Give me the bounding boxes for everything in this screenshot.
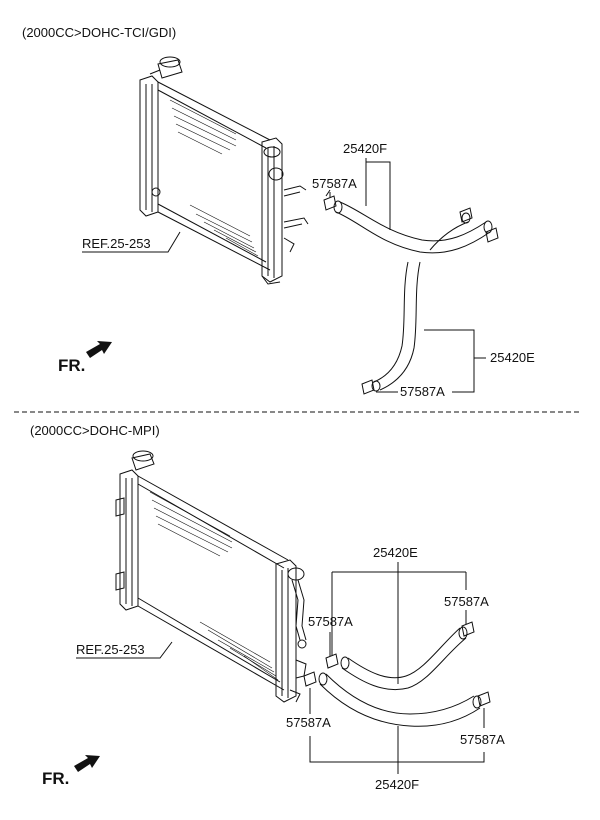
leader-hose-lower xyxy=(424,329,486,393)
label-hose-upper: 25420F xyxy=(343,141,387,156)
section-header: (2000CC>DOHC-MPI) xyxy=(30,423,160,438)
section-mpi: (2000CC>DOHC-MPI) xyxy=(30,423,505,792)
fr-label: FR. xyxy=(42,769,69,788)
ref-label: REF.25-253 xyxy=(82,236,151,251)
label-clamp-top: 57587A xyxy=(312,176,357,191)
leader-hose-upper xyxy=(331,562,467,684)
label-clamp-bottom: 57587A xyxy=(400,384,445,399)
label-hose-lower: 25420E xyxy=(490,350,535,365)
hose-icon xyxy=(318,626,482,727)
leader-hose-upper xyxy=(365,158,391,230)
arrow-icon xyxy=(74,755,100,772)
fr-label: FR. xyxy=(58,356,85,375)
leader-hose-lower xyxy=(309,726,485,774)
label-hose-upper: 25420E xyxy=(373,545,418,560)
label-hose-lower: 25420F xyxy=(375,777,419,792)
label-clamp-bottom-right: 57587A xyxy=(460,732,505,747)
radiator-icon xyxy=(115,450,307,703)
ref-leader-line xyxy=(76,641,173,659)
section-tci-gdi: (2000CC>DOHC-TCI/GDI) xyxy=(22,25,535,399)
radiator-icon xyxy=(139,56,309,285)
label-clamp-left: 57587A xyxy=(308,614,353,629)
clamp-icon xyxy=(323,189,499,395)
label-clamp-right: 57587A xyxy=(444,594,489,609)
label-clamp-bottom-left: 57587A xyxy=(286,715,331,730)
section-header: (2000CC>DOHC-TCI/GDI) xyxy=(22,25,176,40)
arrow-icon xyxy=(86,341,112,358)
clamp-icon xyxy=(303,621,491,707)
hose-icon xyxy=(333,200,493,392)
ref-leader-line xyxy=(82,231,181,253)
ref-label: REF.25-253 xyxy=(76,642,145,657)
